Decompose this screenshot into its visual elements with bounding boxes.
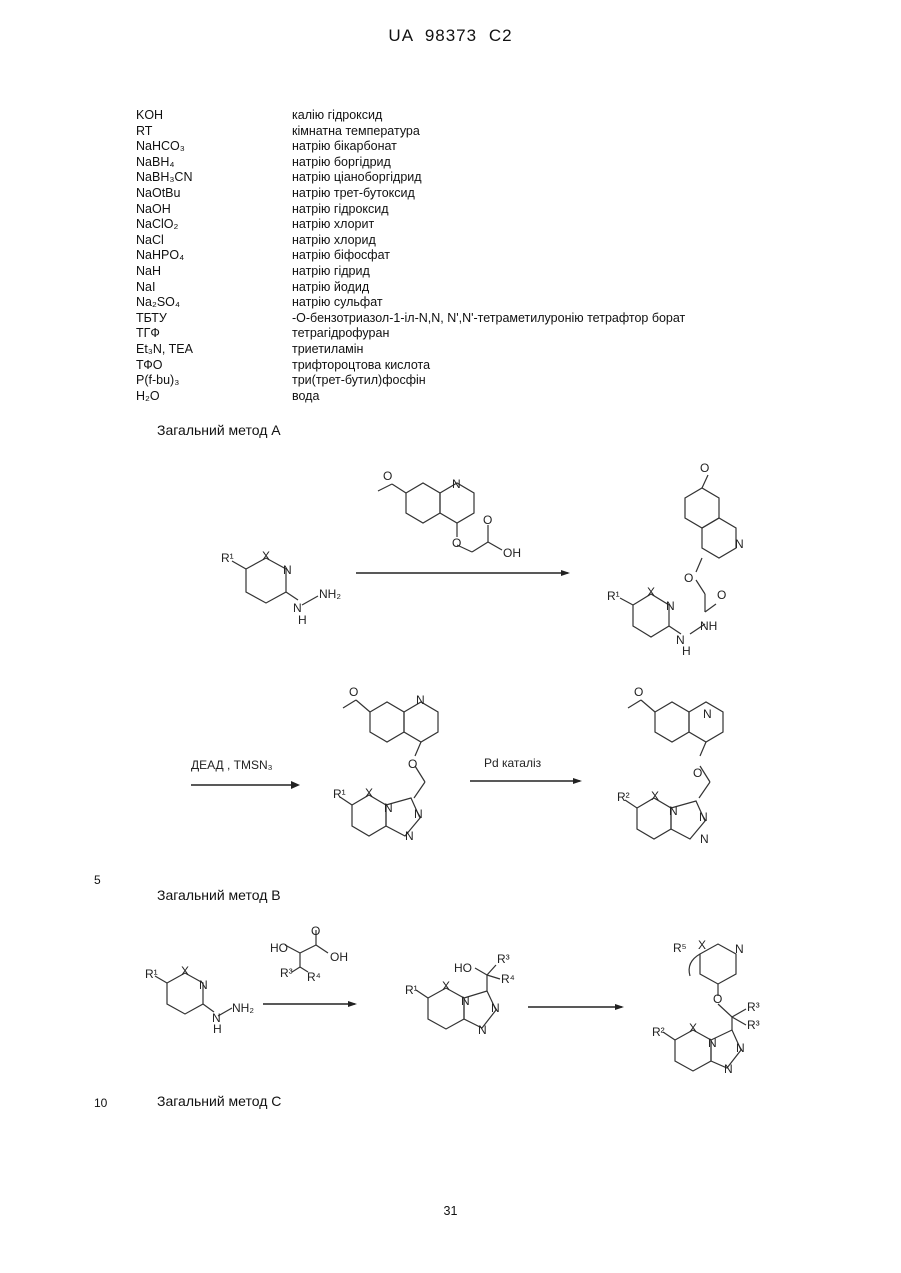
n-label: N [199, 978, 208, 992]
n-label: N [384, 801, 393, 815]
h-label: H [298, 613, 307, 627]
n-label: N [735, 942, 744, 956]
nh2-label: NH₂ [319, 587, 341, 601]
o-label: O [634, 685, 643, 699]
o-label: O [452, 536, 461, 550]
n-label: N [735, 537, 744, 551]
method-b-hydroxy-acid-reagent-structure: HO O OH R³ R⁴ [270, 924, 348, 984]
o-label: O [311, 924, 320, 938]
r1-label: R¹ [607, 589, 620, 603]
reagent-pd-catalysis: Pd каталіз [484, 756, 542, 770]
x-label: X [181, 964, 189, 978]
n-label: N [491, 1001, 500, 1015]
o-label: O [684, 571, 693, 585]
n-label: N [666, 599, 675, 613]
n-label: N [699, 810, 708, 824]
arrow-head [615, 1004, 624, 1010]
r3-label: R³ [747, 1000, 760, 1014]
n-label: N [736, 1041, 745, 1055]
r1-label: R¹ [405, 983, 418, 997]
r1-label: R¹ [333, 787, 346, 801]
nh2-label: NH₂ [232, 1001, 254, 1015]
n-label: N [708, 1036, 717, 1050]
method-b-hydrazine-structure: R¹ X N NH₂ N H [145, 964, 254, 1036]
n-label: N [700, 832, 709, 846]
n-label: N [405, 829, 414, 843]
o-label: O [483, 513, 492, 527]
r3-label: R³ [497, 952, 510, 966]
r3-label: R³ [747, 1018, 760, 1032]
r2-label: R² [617, 790, 630, 804]
x-label: X [651, 789, 659, 803]
n-label: N [703, 707, 712, 721]
method-a-triazolo-intermediate-structure: O N O R¹ X N N N [333, 685, 438, 843]
h-label: H [682, 644, 691, 658]
nh-label: NH [700, 619, 717, 633]
x-label: X [689, 1021, 697, 1035]
arrow-head [348, 1001, 357, 1007]
arrow-head [573, 778, 582, 784]
arrow-head [291, 781, 300, 789]
n-label: N [461, 994, 470, 1008]
o-label: O [383, 469, 392, 483]
r1-label: R¹ [145, 967, 158, 981]
method-a-final-product-structure: O N O R² X N N N [617, 685, 723, 846]
x-label: X [698, 938, 706, 952]
n-label: N [724, 1062, 733, 1076]
n-label: N [452, 477, 461, 491]
reagent-dead-tmsn3: ДЕАД , TMSN₃ [191, 758, 273, 772]
method-a-hydrazide-product-structure: O N O O R¹ X N NH N H [607, 461, 744, 658]
arrow-head [561, 570, 570, 576]
x-label: X [442, 979, 450, 993]
method-b-triazolo-alcohol-structure: HO R³ R⁴ R¹ X N N N [405, 952, 515, 1037]
o-label: O [717, 588, 726, 602]
r4-label: R⁴ [501, 972, 515, 986]
method-a-hydrazine-structure: R¹ X N N NH₂ H [221, 549, 341, 627]
oh-label: OH [503, 546, 521, 560]
oh-label: OH [330, 950, 348, 964]
method-b-final-product-structure: R⁵ X N O R³ R³ R² X N N N [652, 938, 760, 1076]
n-label: N [416, 693, 425, 707]
n-label: N [414, 807, 423, 821]
r3-label: R³ [280, 966, 293, 980]
n-label: N [478, 1023, 487, 1037]
r2-label: R² [652, 1025, 665, 1039]
x-label: X [647, 585, 655, 599]
ho-label: HO [454, 961, 472, 975]
o-label: O [408, 757, 417, 771]
o-label: O [693, 766, 702, 780]
h-label: H [213, 1022, 222, 1036]
r1-label: R¹ [221, 551, 234, 565]
r4-label: R⁴ [307, 970, 321, 984]
x-label: X [365, 786, 373, 800]
n-label: N [283, 563, 292, 577]
r5-label: R⁵ [673, 941, 687, 955]
o-label: O [700, 461, 709, 475]
ho-label: HO [270, 941, 288, 955]
o-label: O [349, 685, 358, 699]
method-a-acid-reagent-structure: O N O O OH [378, 469, 521, 560]
n-label: N [669, 804, 678, 818]
o-label: O [713, 992, 722, 1006]
x-label: X [262, 549, 270, 563]
